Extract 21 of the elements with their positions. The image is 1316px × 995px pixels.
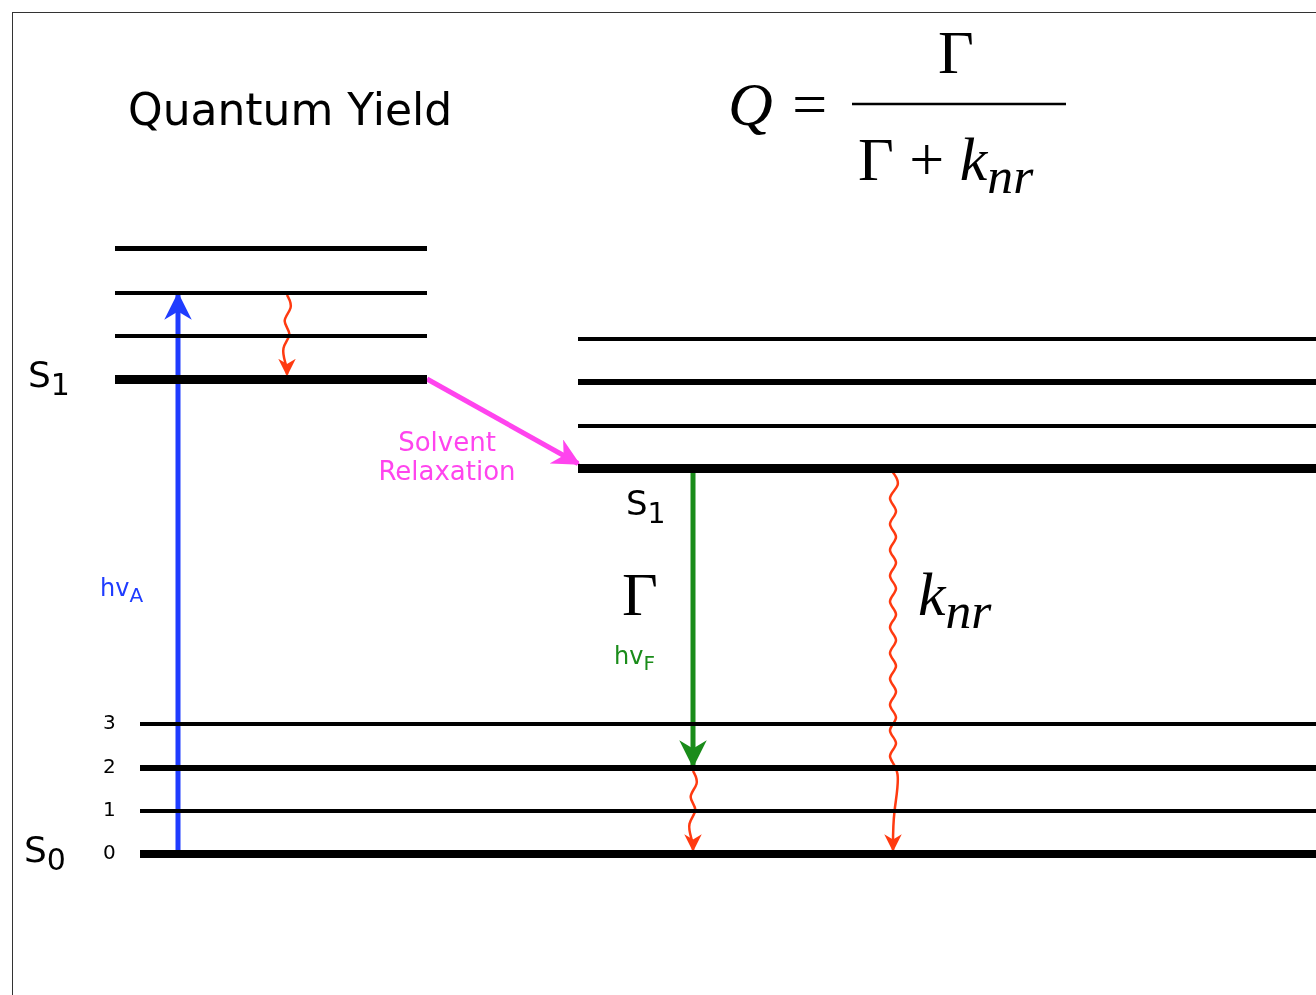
vibrational-level-number: 1 [103,798,116,820]
edge-label: k$_{nr}$ [918,560,992,641]
vibrational-level-number: 3 [103,711,116,733]
title: Quantum Yield [128,86,453,135]
formula-numerator: Γ [938,18,974,87]
wavy-arrow [684,770,702,852]
vibrational-level-number: 2 [103,755,116,777]
state-label: S$_{1}$ [626,485,666,529]
state-label: S$_{1}$ [28,355,70,402]
edge-label: Solvent Relaxation [377,428,517,486]
arrow [425,376,581,466]
state-label: S$_{0}$ [24,830,66,877]
arrow [164,292,192,850]
formula-text: Q = [728,70,831,139]
wavy-arrow [278,294,296,377]
wavy-arrow [884,471,902,852]
photon-label: hv$_{F}$ [614,643,655,674]
vibrational-level-number: 0 [103,841,116,863]
edge-label: Γ [622,560,658,629]
formula-denominator: Γ + k$_{nr}$ [858,125,1034,206]
arrow [679,472,707,768]
